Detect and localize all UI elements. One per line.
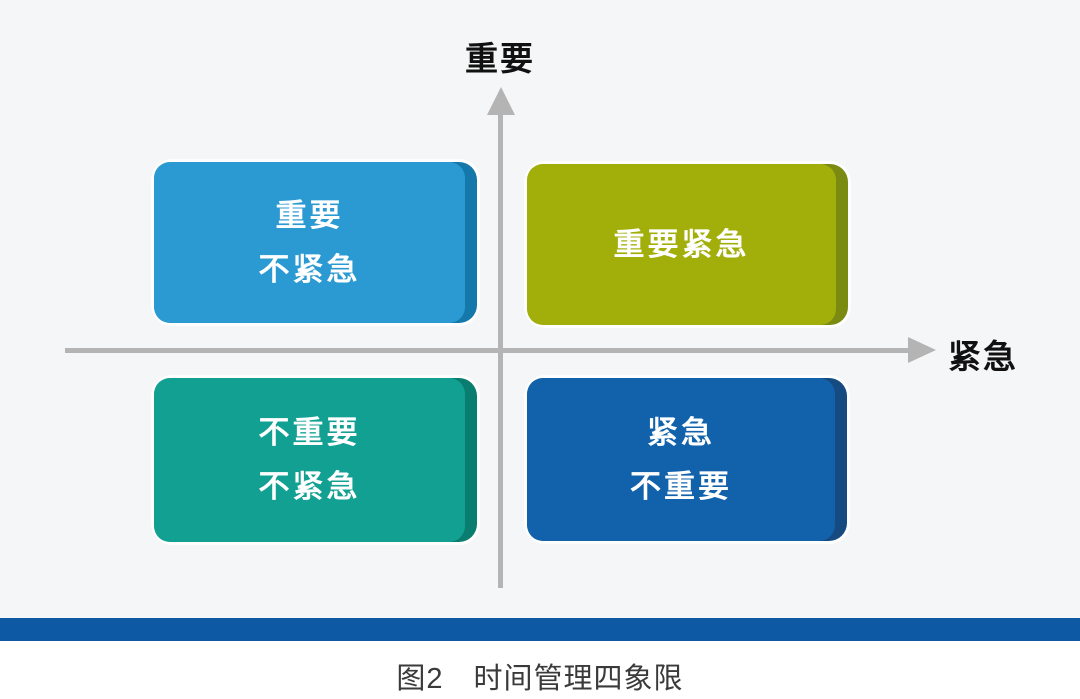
- quadrant-not-important-not-urgent: 不重要 不紧急: [154, 378, 477, 542]
- quadrant-urgent-not-important: 紧急 不重要: [527, 378, 847, 541]
- footer-background: [0, 641, 1080, 699]
- x-axis-arrow-icon: [908, 337, 936, 363]
- quadrant-label-line: 紧急: [647, 414, 715, 450]
- quadrant-face: 不重要 不紧急: [154, 378, 465, 542]
- quadrant-important-urgent: 重要紧急: [527, 164, 848, 325]
- x-axis-label: 紧急: [948, 338, 1018, 375]
- figure-caption: 图2 时间管理四象限: [396, 663, 684, 695]
- quadrant-label-line: 重要: [275, 197, 344, 233]
- quadrant-label-line: 不重要: [258, 415, 361, 450]
- quadrant-label-line: 不紧急: [258, 251, 361, 287]
- quadrant-face: 紧急 不重要: [527, 378, 835, 541]
- quadrant-label-line: 重要紧急: [613, 226, 750, 262]
- quadrant-important-not-urgent: 重要 不紧急: [154, 162, 477, 323]
- quadrant-label-line: 不重要: [630, 468, 732, 504]
- divider-bar: [0, 618, 1080, 641]
- quadrant-label-line: 不紧急: [258, 469, 361, 504]
- quadrant-face: 重要紧急: [527, 164, 836, 325]
- x-axis-line: [65, 348, 908, 353]
- y-axis-label: 重要: [465, 40, 535, 77]
- quadrant-face: 重要 不紧急: [154, 162, 465, 323]
- y-axis-arrow-icon: [487, 87, 515, 115]
